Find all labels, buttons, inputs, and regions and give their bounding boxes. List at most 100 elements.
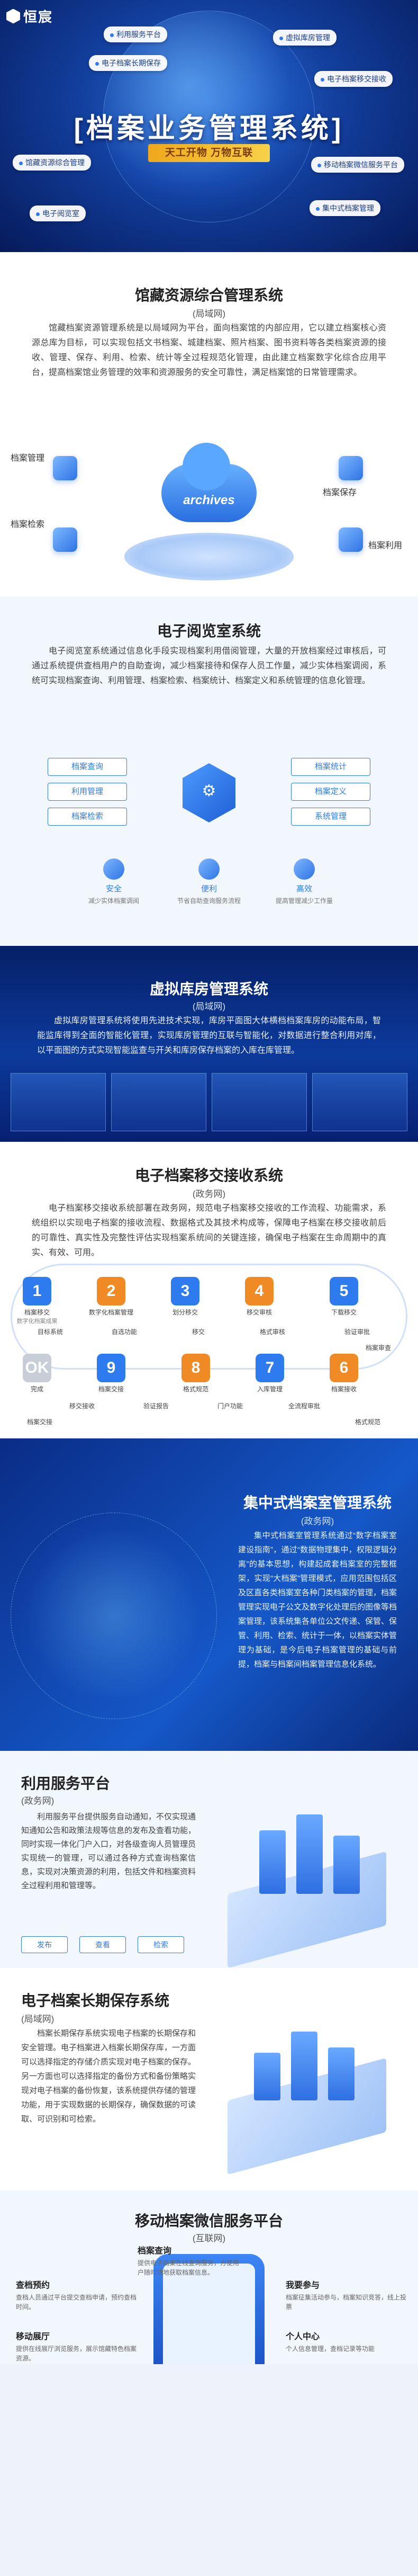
section-subtitle: (局域网) bbox=[192, 309, 226, 319]
hero-banner: 恒宸 利用服务平台 电子档案长期保存 馆藏资源综合管理 电子档案移交接收 虚拟库… bbox=[0, 0, 418, 252]
screen-panel bbox=[111, 1073, 206, 1131]
feature-chip: 检索 bbox=[138, 1936, 184, 1953]
feature-label: 档案保存 bbox=[323, 488, 357, 497]
cloud-icon bbox=[161, 443, 257, 522]
section-e-reading-room: 电子阅览室系统 电子阅览室系统通过信息化手段实现档案利用借阅管理，大量的开放档案… bbox=[0, 596, 418, 946]
section-body: 电子阅览室系统通过信息化手段实现档案利用借阅管理，大量的开放档案经过审核后，可通… bbox=[32, 647, 386, 685]
hero-tag: 电子阅览室 bbox=[30, 205, 86, 221]
hero-tag: 虚拟库房管理 bbox=[273, 30, 337, 46]
section-service-platform: 利用服务平台 (政务网) 利用服务平台提供服务自动通知，不仅实现通知通知公告和政… bbox=[0, 1751, 418, 1968]
feature-chip: 系统管理 bbox=[291, 808, 370, 826]
section-body: 馆藏档案资源管理系统是以局域网为平台，面向档案馆的内部应用，它以建立档案核心资源… bbox=[32, 324, 386, 377]
network-globe-graphic bbox=[11, 1513, 217, 1719]
section-subtitle: (局域网) bbox=[21, 2014, 54, 2024]
brand-logo: 恒宸 bbox=[6, 6, 53, 26]
wechat-feature: 档案查询提供电子档案在线查询服务，方便用户随时随地获取档案信息。 bbox=[138, 2247, 240, 2276]
hero-title: [档案业务管理系统] bbox=[74, 113, 344, 144]
flow-label: 门户功能 bbox=[217, 1402, 243, 1410]
isometric-illustration bbox=[212, 2000, 407, 2175]
wechat-feature: 我要参与档案征集活动参与，档案知识竞答，线上投票 bbox=[286, 2281, 407, 2311]
section-long-term-preservation: 电子档案长期保存系统 (局域网) 档案长期保存系统实现电子档案的长期保存和安全管… bbox=[0, 1968, 418, 2190]
flow-label: 移交 bbox=[192, 1328, 205, 1336]
section-body: 利用服务平台提供服务自动通知，不仅实现通知通知公告和政策法规等信息的发布及查看功… bbox=[21, 1812, 196, 1890]
feature-label: 档案检索 bbox=[11, 520, 45, 529]
screen-panel bbox=[312, 1073, 407, 1131]
flow-label: 移交接收 bbox=[69, 1402, 95, 1410]
wechat-feature: 查档预约查档人员通过平台提交查档申请，预约查档时间。 bbox=[16, 2281, 137, 2311]
feature-safe: 安全减少实体档案调阅 bbox=[74, 858, 153, 905]
hub-icon: ⚙ bbox=[202, 782, 216, 800]
section-collection-management: 馆藏资源综合管理系统 (局域网) 馆藏档案资源管理系统是以局域网为平台，面向档案… bbox=[0, 252, 418, 596]
section-title: 移动档案微信服务平台 bbox=[134, 2213, 283, 2229]
section-body: 集中式档案室管理系统通过“数字档案室建设指南”，通过“数据物理集中，权限逻辑分离… bbox=[238, 1531, 397, 1669]
folder-icon bbox=[53, 456, 77, 480]
hero-tag: 利用服务平台 bbox=[104, 26, 167, 42]
feature-chip: 档案定义 bbox=[291, 783, 370, 801]
section-transfer-receive: 电子档案移交接收系统 (政务网) 电子档案移交接收系统部署在政务网，规范电子档案… bbox=[0, 1142, 418, 1438]
section-title: 电子档案移交接收系统 bbox=[134, 1167, 283, 1184]
flow-label: 目标系统 bbox=[37, 1328, 63, 1336]
section-subtitle: (局域网) bbox=[192, 1001, 226, 1012]
isometric-illustration bbox=[212, 1793, 402, 1968]
flow-label: 档案审查 bbox=[365, 1344, 391, 1352]
section-title: 利用服务平台 bbox=[21, 1775, 111, 1792]
hero-tag: 集中式档案管理 bbox=[310, 200, 380, 216]
feature-efficient: 高效提高管理减少工作量 bbox=[265, 858, 344, 905]
rocket-icon bbox=[294, 858, 315, 880]
feature-chip: 发布 bbox=[21, 1936, 68, 1953]
logo-icon bbox=[6, 8, 20, 24]
section-title: 电子档案长期保存系统 bbox=[21, 1992, 170, 2009]
flow-label: 验证审批 bbox=[344, 1328, 370, 1336]
section-centralized-archive: 集中式档案室管理系统 (政务网) 集中式档案室管理系统通过“数字档案室建设指南”… bbox=[0, 1438, 418, 1751]
section-wechat-platform: 移动档案微信服务平台 (互联网) 档案查询提供电子档案在线查询服务，方便用户随时… bbox=[0, 2190, 418, 2364]
logo-text: 恒宸 bbox=[23, 9, 53, 25]
feature-convenient: 便利节省自助查询服务流程 bbox=[169, 858, 249, 905]
globe-graphic bbox=[103, 11, 315, 222]
wechat-feature: 个人中心个人信息管理，查档记录等功能 bbox=[286, 2332, 375, 2353]
flow-label: 格式规范 bbox=[355, 1418, 380, 1426]
flow-label: 验证报告 bbox=[143, 1402, 169, 1410]
screen-panel bbox=[212, 1073, 307, 1131]
wechat-feature: 移动展厅提供在线展厅浏览服务，展示馆藏特色档案资源。 bbox=[16, 2332, 137, 2362]
hand-icon bbox=[198, 858, 220, 880]
hero-tag: 电子档案移交接收 bbox=[314, 71, 393, 87]
hero-tag: 馆藏资源综合管理 bbox=[13, 155, 91, 171]
flow-label: 自选功能 bbox=[111, 1328, 137, 1336]
section-virtual-warehouse: 虚拟库房管理系统 (局域网) 虚拟库房管理系统将使用先进技术实现，库房平面图大体… bbox=[0, 946, 418, 1142]
screen-panel bbox=[11, 1073, 106, 1131]
flow-label: 档案交接 bbox=[26, 1418, 52, 1426]
feature-label: 档案管理 bbox=[11, 454, 45, 463]
section-body: 虚拟库房管理系统将使用先进技术实现，库房平面图大体横档档案库房的动能布局，智能监… bbox=[37, 1016, 381, 1055]
feature-label: 档案利用 bbox=[368, 541, 403, 550]
section-title: 馆藏资源综合管理系统 bbox=[134, 287, 283, 303]
feature-chip: 查看 bbox=[79, 1936, 126, 1953]
cloud-label: archives bbox=[183, 493, 235, 507]
flow-label: 格式审核 bbox=[259, 1328, 285, 1336]
search-icon bbox=[53, 527, 77, 552]
section-subtitle: (互联网) bbox=[192, 2233, 226, 2243]
feature-chip: 档案统计 bbox=[291, 758, 370, 776]
feature-chip: 档案检索 bbox=[48, 808, 127, 826]
hero-tag: 电子档案长期保存 bbox=[89, 55, 167, 71]
shield-icon bbox=[103, 858, 124, 880]
section-body: 电子档案移交接收系统部署在政务网，规范电子档案移交接收的工作流程、功能需求，系统… bbox=[32, 1204, 386, 1257]
section-title: 电子阅览室系统 bbox=[157, 623, 261, 639]
phone-illustration bbox=[153, 2254, 265, 2364]
section-subtitle: (政务网) bbox=[301, 1516, 334, 1526]
share-icon bbox=[339, 527, 363, 552]
flow-label: 全流程审批 bbox=[288, 1402, 320, 1410]
storage-icon bbox=[339, 456, 363, 480]
section-title: 集中式档案室管理系统 bbox=[243, 1495, 392, 1511]
feature-chip: 档案查询 bbox=[48, 758, 127, 776]
hero-tag: 移动档案微信服务平台 bbox=[311, 157, 404, 173]
hero-subtitle: 天工开物 万物互联 bbox=[148, 144, 270, 162]
